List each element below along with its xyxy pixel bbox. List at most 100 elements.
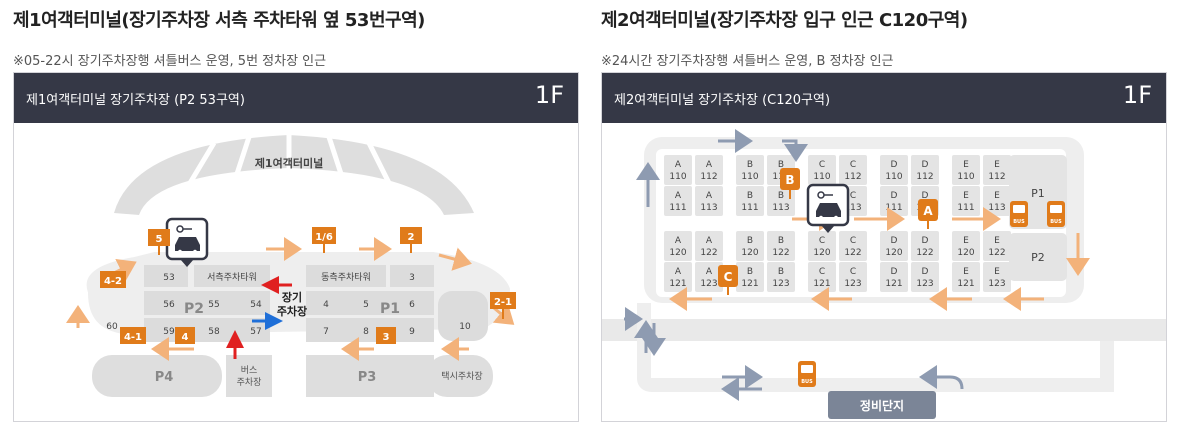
zone-cell-number: 112 — [916, 172, 933, 182]
zone-cell-letter: E — [963, 267, 969, 277]
terminal1-bus-stops: 5 1/6 2 4-2 2-1 — [100, 227, 516, 344]
zone-cell — [767, 231, 795, 261]
zone-cell — [911, 155, 939, 185]
zone-cell-letter: D — [922, 267, 929, 277]
zone-cell-number: 120 — [741, 248, 758, 258]
zone-cell-letter: C — [850, 160, 856, 170]
bus-stop-icon: 4-2 — [100, 271, 126, 288]
zone-cell-letter: B — [747, 267, 753, 277]
bus-stop-label: 1/6 — [315, 232, 333, 243]
zone-cell-number: 123 — [988, 279, 1005, 289]
zone-cell-letter: A — [675, 191, 682, 201]
long-term-parking-label: 주차장 — [277, 304, 307, 318]
terminal2-gray-arrows — [624, 129, 964, 401]
zone-cell — [952, 262, 980, 292]
bus-stop-icon: 5 — [148, 229, 170, 255]
zone-cell-number: 123 — [916, 279, 933, 289]
bus-stop-icon: 4-1 — [120, 327, 146, 344]
terminal1-title: 제1여객터미널(장기주차장 서측 주차타워 옆 53번구역) — [13, 10, 425, 31]
bus-stop-icon: 2 — [400, 227, 422, 253]
zone-label: 4 — [323, 300, 329, 310]
zone-cell — [664, 231, 692, 261]
terminal1-panel-header: 제1여객터미널 장기주차장 (P2 53구역) 1F — [14, 73, 578, 123]
zone-cell-letter: C — [850, 236, 856, 246]
zone-cell-letter: B — [778, 160, 784, 170]
bus-stop-icon: BUS — [1010, 201, 1028, 227]
zone-cell — [695, 155, 723, 185]
zone-cell — [952, 231, 980, 261]
zone-cell-number: 111 — [741, 203, 758, 213]
zone-cell — [664, 155, 692, 185]
zone-cell — [736, 155, 764, 185]
zone-cell-number: 110 — [813, 172, 830, 182]
zone-cell-number: 110 — [741, 172, 758, 182]
zone-cell — [880, 231, 908, 261]
zone-label: 5 — [363, 300, 369, 310]
zone-cell-letter: C — [850, 267, 856, 277]
zone-cell-letter: A — [675, 160, 682, 170]
zone-cell — [952, 186, 980, 216]
zone-cell-number: 123 — [844, 279, 861, 289]
zone-cell — [983, 155, 1011, 185]
zone-cell — [880, 262, 908, 292]
zone-label: 56 — [163, 300, 175, 310]
bus-stop-label: 2 — [408, 232, 415, 243]
lower-lots: P4 버스 주차장 P3 택시주차장 — [92, 355, 493, 397]
zone-cell-number: 112 — [844, 172, 861, 182]
zone-cell-number: 121 — [813, 279, 830, 289]
zone-label: 53 — [163, 273, 174, 283]
car-key-location-icon — [165, 217, 209, 267]
zone-cell-number: 113 — [988, 203, 1005, 213]
terminal2-floor-label: 1F — [1122, 81, 1152, 109]
zone-cell-number: 112 — [988, 172, 1005, 182]
p4-label: P4 — [155, 370, 174, 385]
zone-cell — [808, 231, 836, 261]
maintenance-label: 정비단지 — [860, 398, 904, 413]
zone-cell-number: 112 — [700, 172, 717, 182]
p3-label: P3 — [358, 370, 377, 385]
bus-stop-icon: 3 — [376, 327, 396, 344]
zone-cell-letter: A — [706, 191, 713, 201]
zone-cell-number: 121 — [885, 279, 902, 289]
zone-cell — [736, 231, 764, 261]
terminal1-building-label: 제1여객터미널 — [255, 156, 323, 170]
zone-label: 55 — [208, 300, 219, 310]
zone-cell-letter: E — [994, 160, 1000, 170]
zone-label: 57 — [250, 327, 261, 337]
zone-cell-number: 120 — [669, 248, 686, 258]
zone-cell-number: 111 — [885, 203, 902, 213]
zone-cell-number: 121 — [741, 279, 758, 289]
zone-label: 6 — [409, 300, 415, 310]
zone-cell — [664, 186, 692, 216]
maintenance-area — [828, 391, 936, 419]
zone-cell-number: 111 — [669, 203, 686, 213]
zone-cell-number: 122 — [772, 248, 789, 258]
terminal2-note: ※24시간 장기주차장행 셔틀버스 운영, B 정차장 인근 — [601, 54, 894, 69]
zone-label: 60 — [106, 322, 118, 332]
bus-label: BUS — [801, 379, 813, 385]
zone-cell — [880, 155, 908, 185]
zone-cell-letter: D — [891, 191, 898, 201]
zone-cell — [695, 262, 723, 292]
terminal1-map-panel: 제1여객터미널 장기주차장 (P2 53구역) 1F 제1여객터미널 — [13, 72, 579, 422]
zone-cell-letter: D — [891, 160, 898, 170]
zone-cell-letter: E — [994, 191, 1000, 201]
zone-cell-letter: A — [706, 236, 713, 246]
zone-cell-number: 123 — [772, 279, 789, 289]
terminal1-map: 제1여객터미널 53 서측주차타워 56 55 54 59 58 57 60 P… — [66, 133, 519, 397]
bus-stop-label: 3 — [383, 332, 390, 343]
zone-cell-letter: A — [706, 267, 713, 277]
bus-stop-icon: BUS — [1047, 201, 1065, 227]
zone-cell-number: 123 — [700, 279, 717, 289]
zone-cell-number: 113 — [844, 203, 861, 213]
bus-stop-icon: BUS — [798, 361, 816, 387]
east-tower-label: 동측주차타워 — [321, 271, 371, 283]
p2-area — [1009, 233, 1067, 281]
zone-label: 59 — [163, 327, 175, 337]
taxi-parking-label: 택시주차장 — [441, 370, 482, 382]
bus-stop-label: 4-1 — [124, 332, 142, 343]
zone-cell-number: 122 — [916, 248, 933, 258]
terminal2-orange-arrows — [669, 207, 1090, 311]
zone-cell — [736, 262, 764, 292]
